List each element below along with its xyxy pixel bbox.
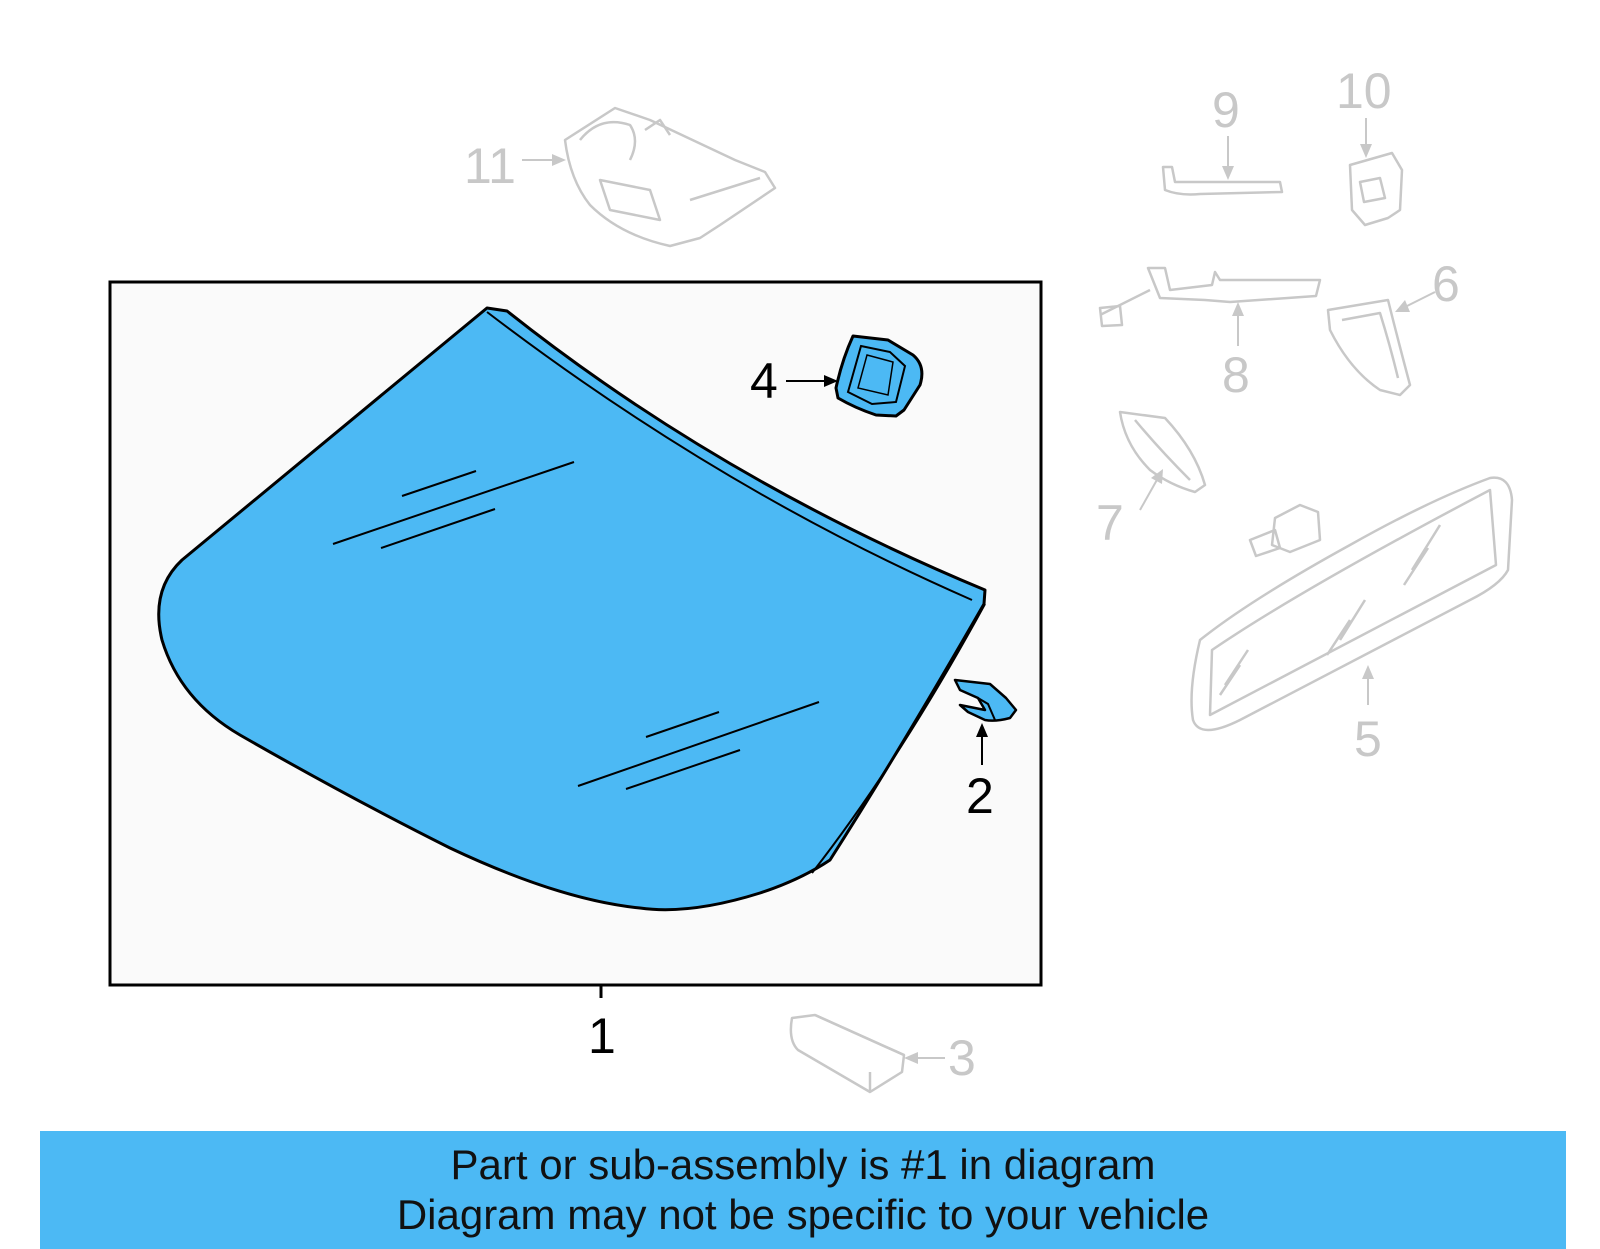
arrow-5 <box>1362 665 1374 679</box>
arrow-2 <box>976 723 988 737</box>
bracket-part-10[interactable] <box>1348 151 1404 227</box>
callout-6: 6 <box>1432 256 1460 312</box>
windshield-part-1[interactable] <box>157 306 987 912</box>
leader-6 <box>1404 291 1436 308</box>
mirror-part-5[interactable] <box>1190 476 1514 732</box>
callout-10: 10 <box>1336 63 1392 119</box>
pad-part-3[interactable] <box>789 1013 906 1094</box>
callout-2: 2 <box>966 768 994 824</box>
glass-reflection-line <box>625 749 741 790</box>
sensor-bracket-part-4[interactable] <box>834 334 924 418</box>
glass-reflection-line <box>332 461 575 545</box>
arrow-7 <box>1151 469 1163 484</box>
arrow-11 <box>552 154 566 166</box>
harness-part-8[interactable] <box>1098 266 1322 328</box>
callout-5: 5 <box>1354 711 1382 767</box>
info-banner: Part or sub-assembly is #1 in diagram Di… <box>40 1131 1566 1249</box>
module-part-11[interactable] <box>563 106 777 248</box>
arrow-4 <box>824 375 838 387</box>
glass-reflection-line <box>645 711 720 738</box>
glass-reflection-line <box>401 470 477 497</box>
glass-reflection-line <box>577 701 820 787</box>
trim-part-9[interactable] <box>1161 165 1284 196</box>
cover-part-6[interactable] <box>1326 298 1412 397</box>
cover-part-7[interactable] <box>1118 410 1207 494</box>
callout-3: 3 <box>948 1030 976 1086</box>
clip-part-2[interactable] <box>953 678 1018 722</box>
callout-1: 1 <box>588 1008 616 1064</box>
arrow-10 <box>1360 144 1372 158</box>
banner-line-2: Diagram may not be specific to your vehi… <box>396 1191 1210 1238</box>
callout-8: 8 <box>1222 347 1250 403</box>
banner-line-1: Part or sub-assembly is #1 in diagram <box>450 1141 1156 1188</box>
arrow-8 <box>1232 302 1244 316</box>
arrow-6 <box>1395 300 1410 312</box>
arrow-3 <box>904 1052 918 1064</box>
leader-7 <box>1139 477 1159 511</box>
arrow-9 <box>1222 166 1234 180</box>
callout-9: 9 <box>1212 82 1240 138</box>
callout-4: 4 <box>750 353 778 409</box>
glass-reflection-line <box>380 508 496 549</box>
callout-11: 11 <box>464 138 516 194</box>
callout-7: 7 <box>1096 495 1124 551</box>
